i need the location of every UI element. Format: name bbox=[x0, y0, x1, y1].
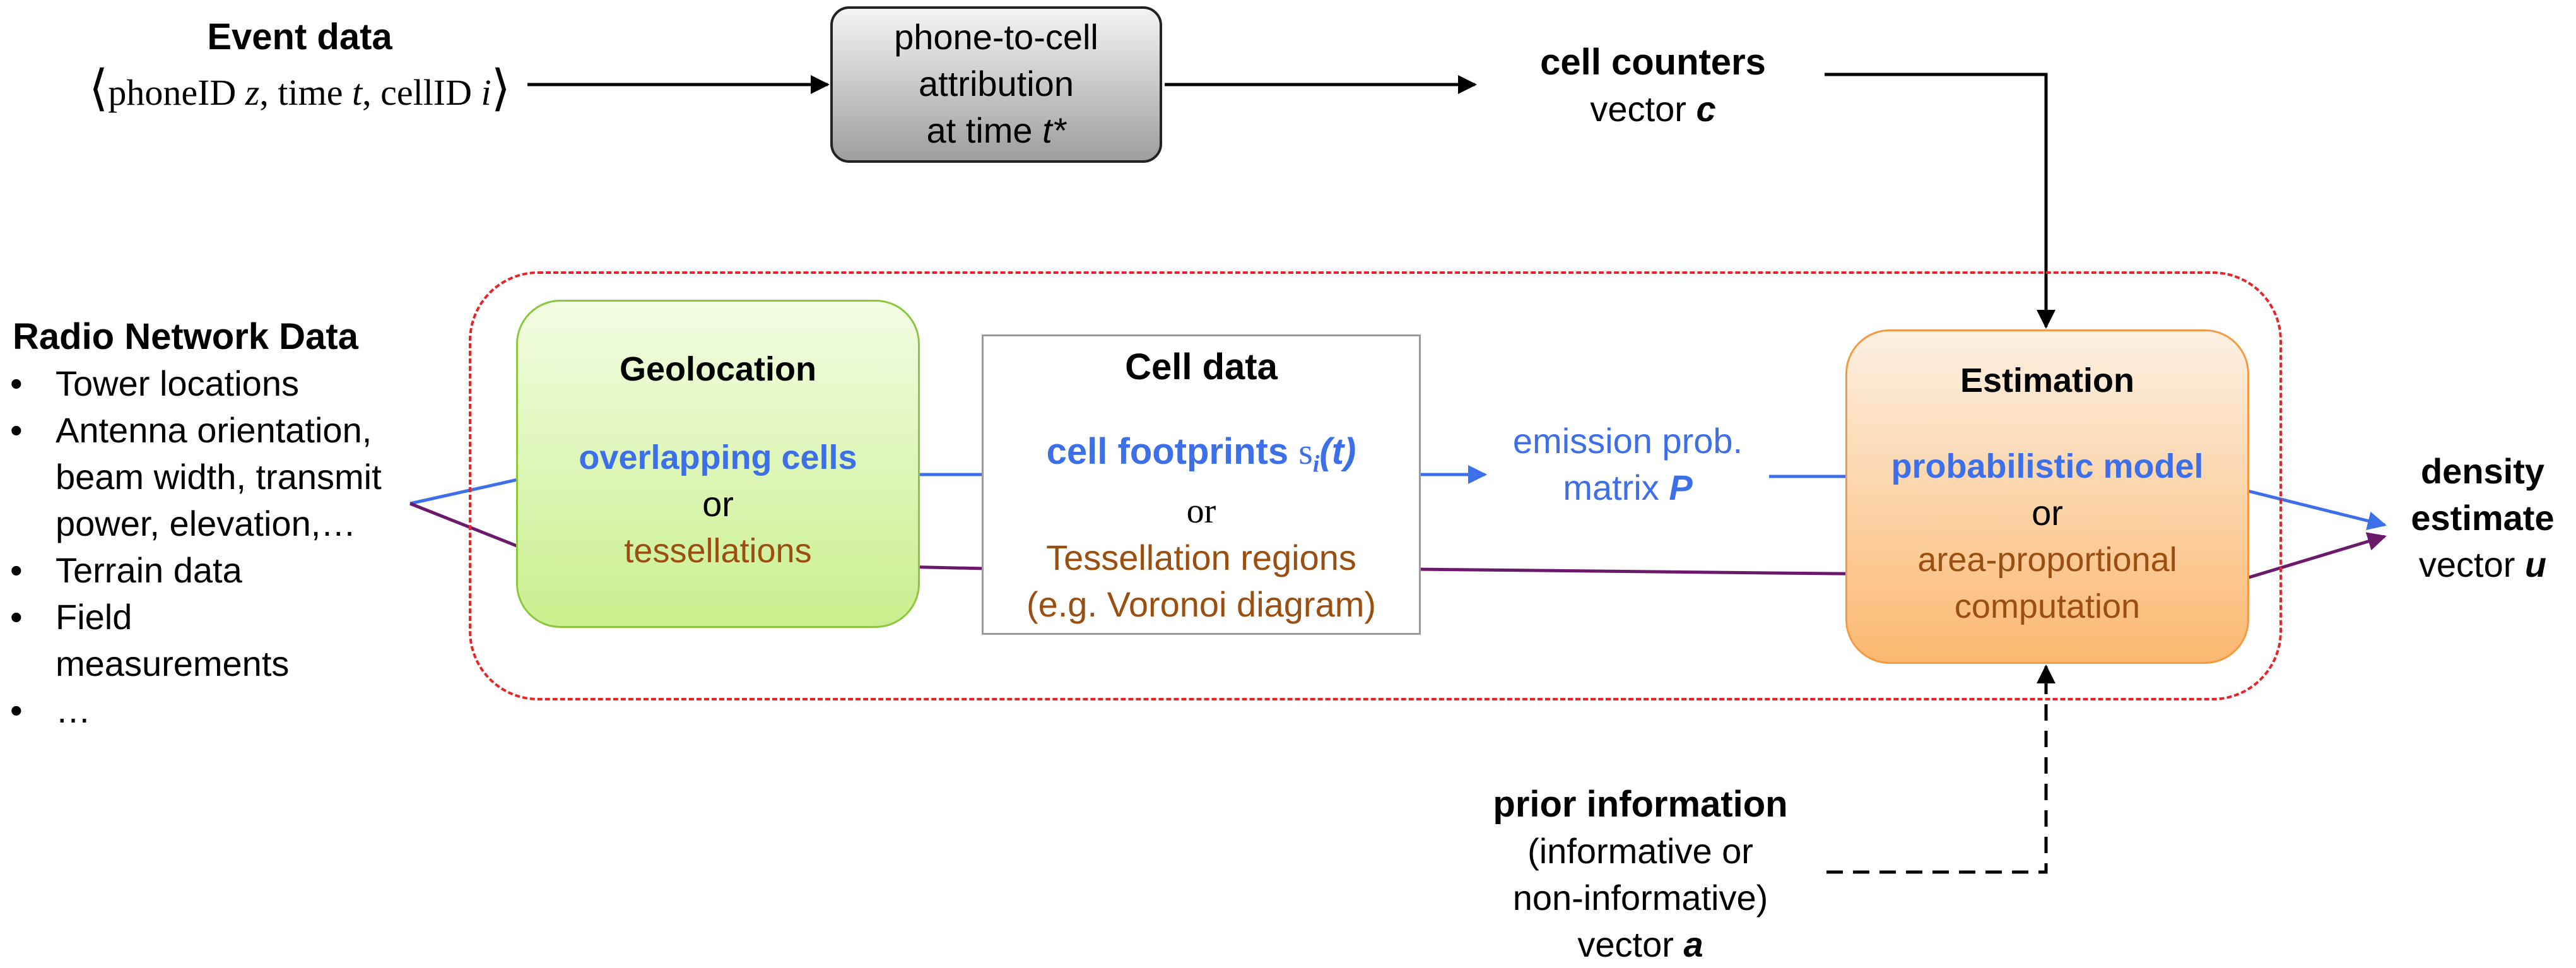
prior-information-block: prior information (informative or non-in… bbox=[1464, 781, 1817, 968]
model-pipeline-frame bbox=[469, 271, 2282, 700]
attribution-text: phone-to-cell attribution at time t* bbox=[894, 17, 1098, 150]
event-data-block: Event data ⟨phoneID z, time t, cellID i⟩ bbox=[38, 14, 562, 118]
list-item: Antenna orientation, beam width, transmi… bbox=[10, 407, 384, 547]
area-proportional-label: area-proportional bbox=[1917, 541, 2177, 579]
arrow-counters-to-estimation bbox=[1825, 73, 2056, 329]
geolocation-text: Geolocation overlapping cells or tessell… bbox=[516, 346, 920, 574]
estimation-title: Estimation bbox=[1960, 362, 2135, 399]
list-item: Field measurements bbox=[10, 594, 333, 687]
probabilistic-model-label: probabilistic model bbox=[1891, 447, 2204, 485]
cell-counters-block: cell counters vector c bbox=[1483, 39, 1823, 133]
cell-counters-title: cell counters bbox=[1540, 42, 1766, 83]
radio-network-title: Radio Network Data bbox=[13, 316, 358, 357]
attribution-box bbox=[830, 6, 1162, 163]
cell-footprints-label: cell footprints si(t) bbox=[1046, 431, 1356, 478]
emission-matrix-block: emission prob. matrix P bbox=[1512, 421, 1743, 507]
cell-data-box bbox=[982, 334, 1421, 635]
list-item: … bbox=[10, 687, 414, 734]
estimation-text: Estimation probabilistic model or area-p… bbox=[1845, 357, 2249, 630]
arrow-area-to-density bbox=[2238, 532, 2387, 582]
event-data-tuple: ⟨phoneID z, time t, cellID i⟩ bbox=[88, 61, 511, 115]
arrow-prior-to-estimation bbox=[1826, 664, 2056, 874]
geolocation-title: Geolocation bbox=[619, 350, 817, 388]
list-item: Tower locations bbox=[10, 360, 414, 407]
density-estimate-block: density estimate vector u bbox=[2411, 451, 2555, 584]
event-data-title: Event data bbox=[207, 16, 392, 57]
radio-network-block: Radio Network Data Tower locations Anten… bbox=[10, 314, 414, 734]
cell-data-text: Cell data cell footprints si(t) or Tesse… bbox=[982, 344, 1421, 628]
prior-information-title: prior information bbox=[1493, 784, 1788, 825]
list-item: Terrain data bbox=[10, 547, 414, 594]
tessellation-regions-label: Tessellation regions bbox=[1046, 537, 1356, 577]
radio-network-list: Tower locations Antenna orientation, bea… bbox=[10, 360, 414, 734]
tessellations-label: tessellations bbox=[624, 532, 812, 570]
estimation-box bbox=[1845, 329, 2249, 664]
cell-data-title: Cell data bbox=[1125, 346, 1278, 387]
geolocation-box bbox=[516, 300, 920, 628]
overlapping-cells-label: overlapping cells bbox=[579, 439, 857, 476]
arrow-regions-to-area bbox=[1415, 564, 1895, 584]
